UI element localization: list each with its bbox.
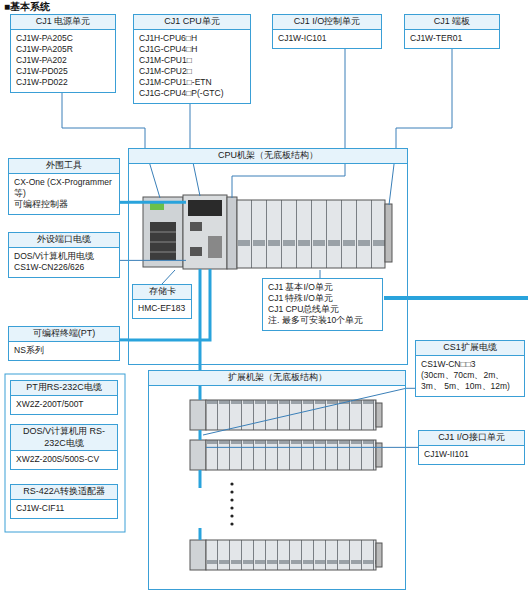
box-body: CJ1W-PA205CCJ1W-PA205RCJ1W-PA202CJ1W-PD0… [11, 30, 115, 92]
box-text: (30cm、70cm、2m、3m、 5m、10m、12m) [421, 370, 519, 392]
box-text: 可编程控制器 [14, 199, 114, 210]
box-body: HMC-EF183 [133, 300, 191, 318]
part-box: RS-422A转换适配器 CJ1W-CIF11 [10, 484, 118, 519]
leader-line [203, 388, 406, 435]
part-box: 可编程终端(PT) NS系列 [8, 326, 120, 361]
box-body: NS系列 [9, 342, 119, 360]
leader-line [396, 49, 452, 148]
box-text: CJ1W-CIF11 [16, 503, 112, 514]
box-body: CJ1 基本I/O单元CJ1 特殊I/O单元CJ1 CPU总线单元注. 最多可安… [263, 279, 382, 330]
leader-line [190, 104, 191, 148]
part-box: PT用RS-232C电缆 XW2Z-200T/500T [10, 380, 118, 415]
cable-line [120, 338, 128, 341]
leader-line [162, 270, 175, 284]
expansion-cable [199, 269, 202, 540]
box-text: CJ1H-CPU6□H [139, 33, 245, 44]
box-text: CJ1W-TER01 [410, 33, 494, 44]
box-heading: 可编程终端(PT) [9, 327, 119, 342]
box-text: XW2Z-200T/500T [16, 399, 112, 410]
box-body: CJ1W-CIF11 [11, 500, 117, 518]
part-box: CJ1 I/O接口单元 CJ1W-II101 [418, 430, 525, 465]
rack-frame: 扩展机架（无底板结构） [148, 370, 406, 590]
box-text: CJ1 基本I/O单元 [268, 282, 377, 293]
leader-line [345, 49, 346, 148]
cpu-rack-image [143, 195, 392, 269]
box-text: CS1W-CN□□3 [421, 359, 519, 370]
box-body: CJ1H-CPU6□HCJ1G-CPU4□HCJ1M-CPU1□CJ1M-CPU… [134, 30, 250, 103]
box-text: CJ1M-CPU2□ [139, 66, 245, 77]
box-heading: 外设端口电缆 [9, 233, 119, 248]
box-heading: CPU机架（无底板结构） [129, 149, 407, 164]
box-heading: RS-422A转换适配器 [11, 485, 117, 500]
leader-line [320, 270, 321, 278]
rack-frame: CPU机架（无底板结构） 存储卡 HMC-EF183 CJ1 基本I/O单元CJ1 特… [128, 148, 408, 365]
part-box: CJ1 CPU单元CJ1H-CPU6□HCJ1G-CPU4□HCJ1M-CPU1… [133, 14, 251, 104]
box-body: CJ1W-TER01 [405, 30, 499, 48]
part-box: CJ1 端板 CJ1W-TER01 [404, 14, 500, 49]
part-box: CJ1 电源单元CJ1W-PA205CCJ1W-PA205RCJ1W-PA202… [10, 14, 116, 93]
box-body: CX-One (CX-Programmer等)可编程控制器 [9, 174, 119, 214]
part-box: CJ1 I/O控制单元 CJ1W-IC101 [272, 14, 382, 49]
box-body: DOS/V计算机用电缆CS1W-CN226/626 [9, 248, 119, 277]
leader-line [406, 388, 415, 389]
cable-group-frame [5, 374, 125, 532]
leader-line [128, 260, 186, 261]
box-heading: CJ1 电源单元 [11, 15, 115, 30]
part-box: DOS/V计算机用 RS-232C电缆 XW2Z-200S/500S-CV [10, 424, 118, 470]
box-text: DOS/V计算机用电缆 [14, 251, 114, 262]
box-heading: 扩展机架（无底板结构） [149, 371, 405, 386]
leader-line [206, 447, 406, 448]
expansion-rack-images [190, 400, 382, 570]
part-box: CS1扩展电缆CS1W-CN□□3(30cm、70cm、2m、3m、 5m、10… [415, 340, 525, 397]
box-heading: CS1扩展电缆 [416, 341, 524, 356]
leader-line [128, 269, 210, 340]
bus-bar [384, 296, 528, 300]
leader-line [120, 260, 128, 261]
box-body: CS1W-CN□□3(30cm、70cm、2m、3m、 5m、10m、12m) [416, 356, 524, 396]
leader-line [406, 447, 418, 448]
box-text: CJ1W-II101 [424, 449, 519, 460]
box-text: CJ1M-CPU1□-ETN [139, 77, 245, 88]
box-heading: 外围工具 [9, 159, 119, 174]
box-text: CJ1G-CPU4□H [139, 44, 245, 55]
part-box: 存储卡 HMC-EF183 [132, 284, 192, 319]
box-text: CJ1W-PA205R [16, 44, 110, 55]
box-heading: DOS/V计算机用 RS-232C电缆 [11, 425, 117, 451]
box-heading: CJ1 CPU单元 [134, 15, 250, 30]
box-text: CJ1M-CPU1□ [139, 55, 245, 66]
note-box: CJ1 基本I/O单元CJ1 特殊I/O单元CJ1 CPU总线单元注. 最多可安… [262, 278, 383, 331]
part-box: 外围工具CX-One (CX-Programmer等)可编程控制器 [8, 158, 120, 215]
box-text: HMC-EF183 [138, 303, 186, 314]
box-text: CJ1G-CPU4□P(-GTC) [139, 88, 245, 99]
box-body: XW2Z-200T/500T [11, 396, 117, 414]
box-text: NS系列 [14, 345, 114, 356]
box-body: XW2Z-200S/500S-CV [11, 451, 117, 469]
leader-line [128, 201, 186, 204]
box-heading: 存储卡 [133, 285, 191, 300]
box-text: 注. 最多可安装10个单元 [268, 315, 377, 326]
box-text: CJ1 特殊I/O单元 [268, 293, 377, 304]
box-heading: CJ1 端板 [405, 15, 499, 30]
box-text: CJ1W-PD022 [16, 77, 110, 88]
box-text: CS1W-CN226/626 [14, 262, 114, 273]
box-heading: CJ1 I/O接口单元 [419, 431, 524, 446]
box-text: CJ1 CPU总线单元 [268, 304, 377, 315]
box-body: CJ1W-IC101 [273, 30, 381, 48]
box-heading: CJ1 I/O控制单元 [273, 15, 381, 30]
box-text: CJ1W-PA205C [16, 33, 110, 44]
box-text: CX-One (CX-Programmer等) [14, 177, 114, 199]
diagram-title: ■基本系统 [4, 0, 50, 14]
box-text: CJ1W-IC101 [278, 33, 376, 44]
box-text: CJ1W-PD025 [16, 66, 110, 77]
cable-line [120, 201, 128, 204]
box-text: XW2Z-200S/500S-CV [16, 454, 112, 465]
box-body: CJ1W-II101 [419, 446, 524, 464]
box-text: CJ1W-PA202 [16, 55, 110, 66]
box-heading: PT用RS-232C电缆 [11, 381, 117, 396]
part-box: 外设端口电缆DOS/V计算机用电缆CS1W-CN226/626 [8, 232, 120, 278]
